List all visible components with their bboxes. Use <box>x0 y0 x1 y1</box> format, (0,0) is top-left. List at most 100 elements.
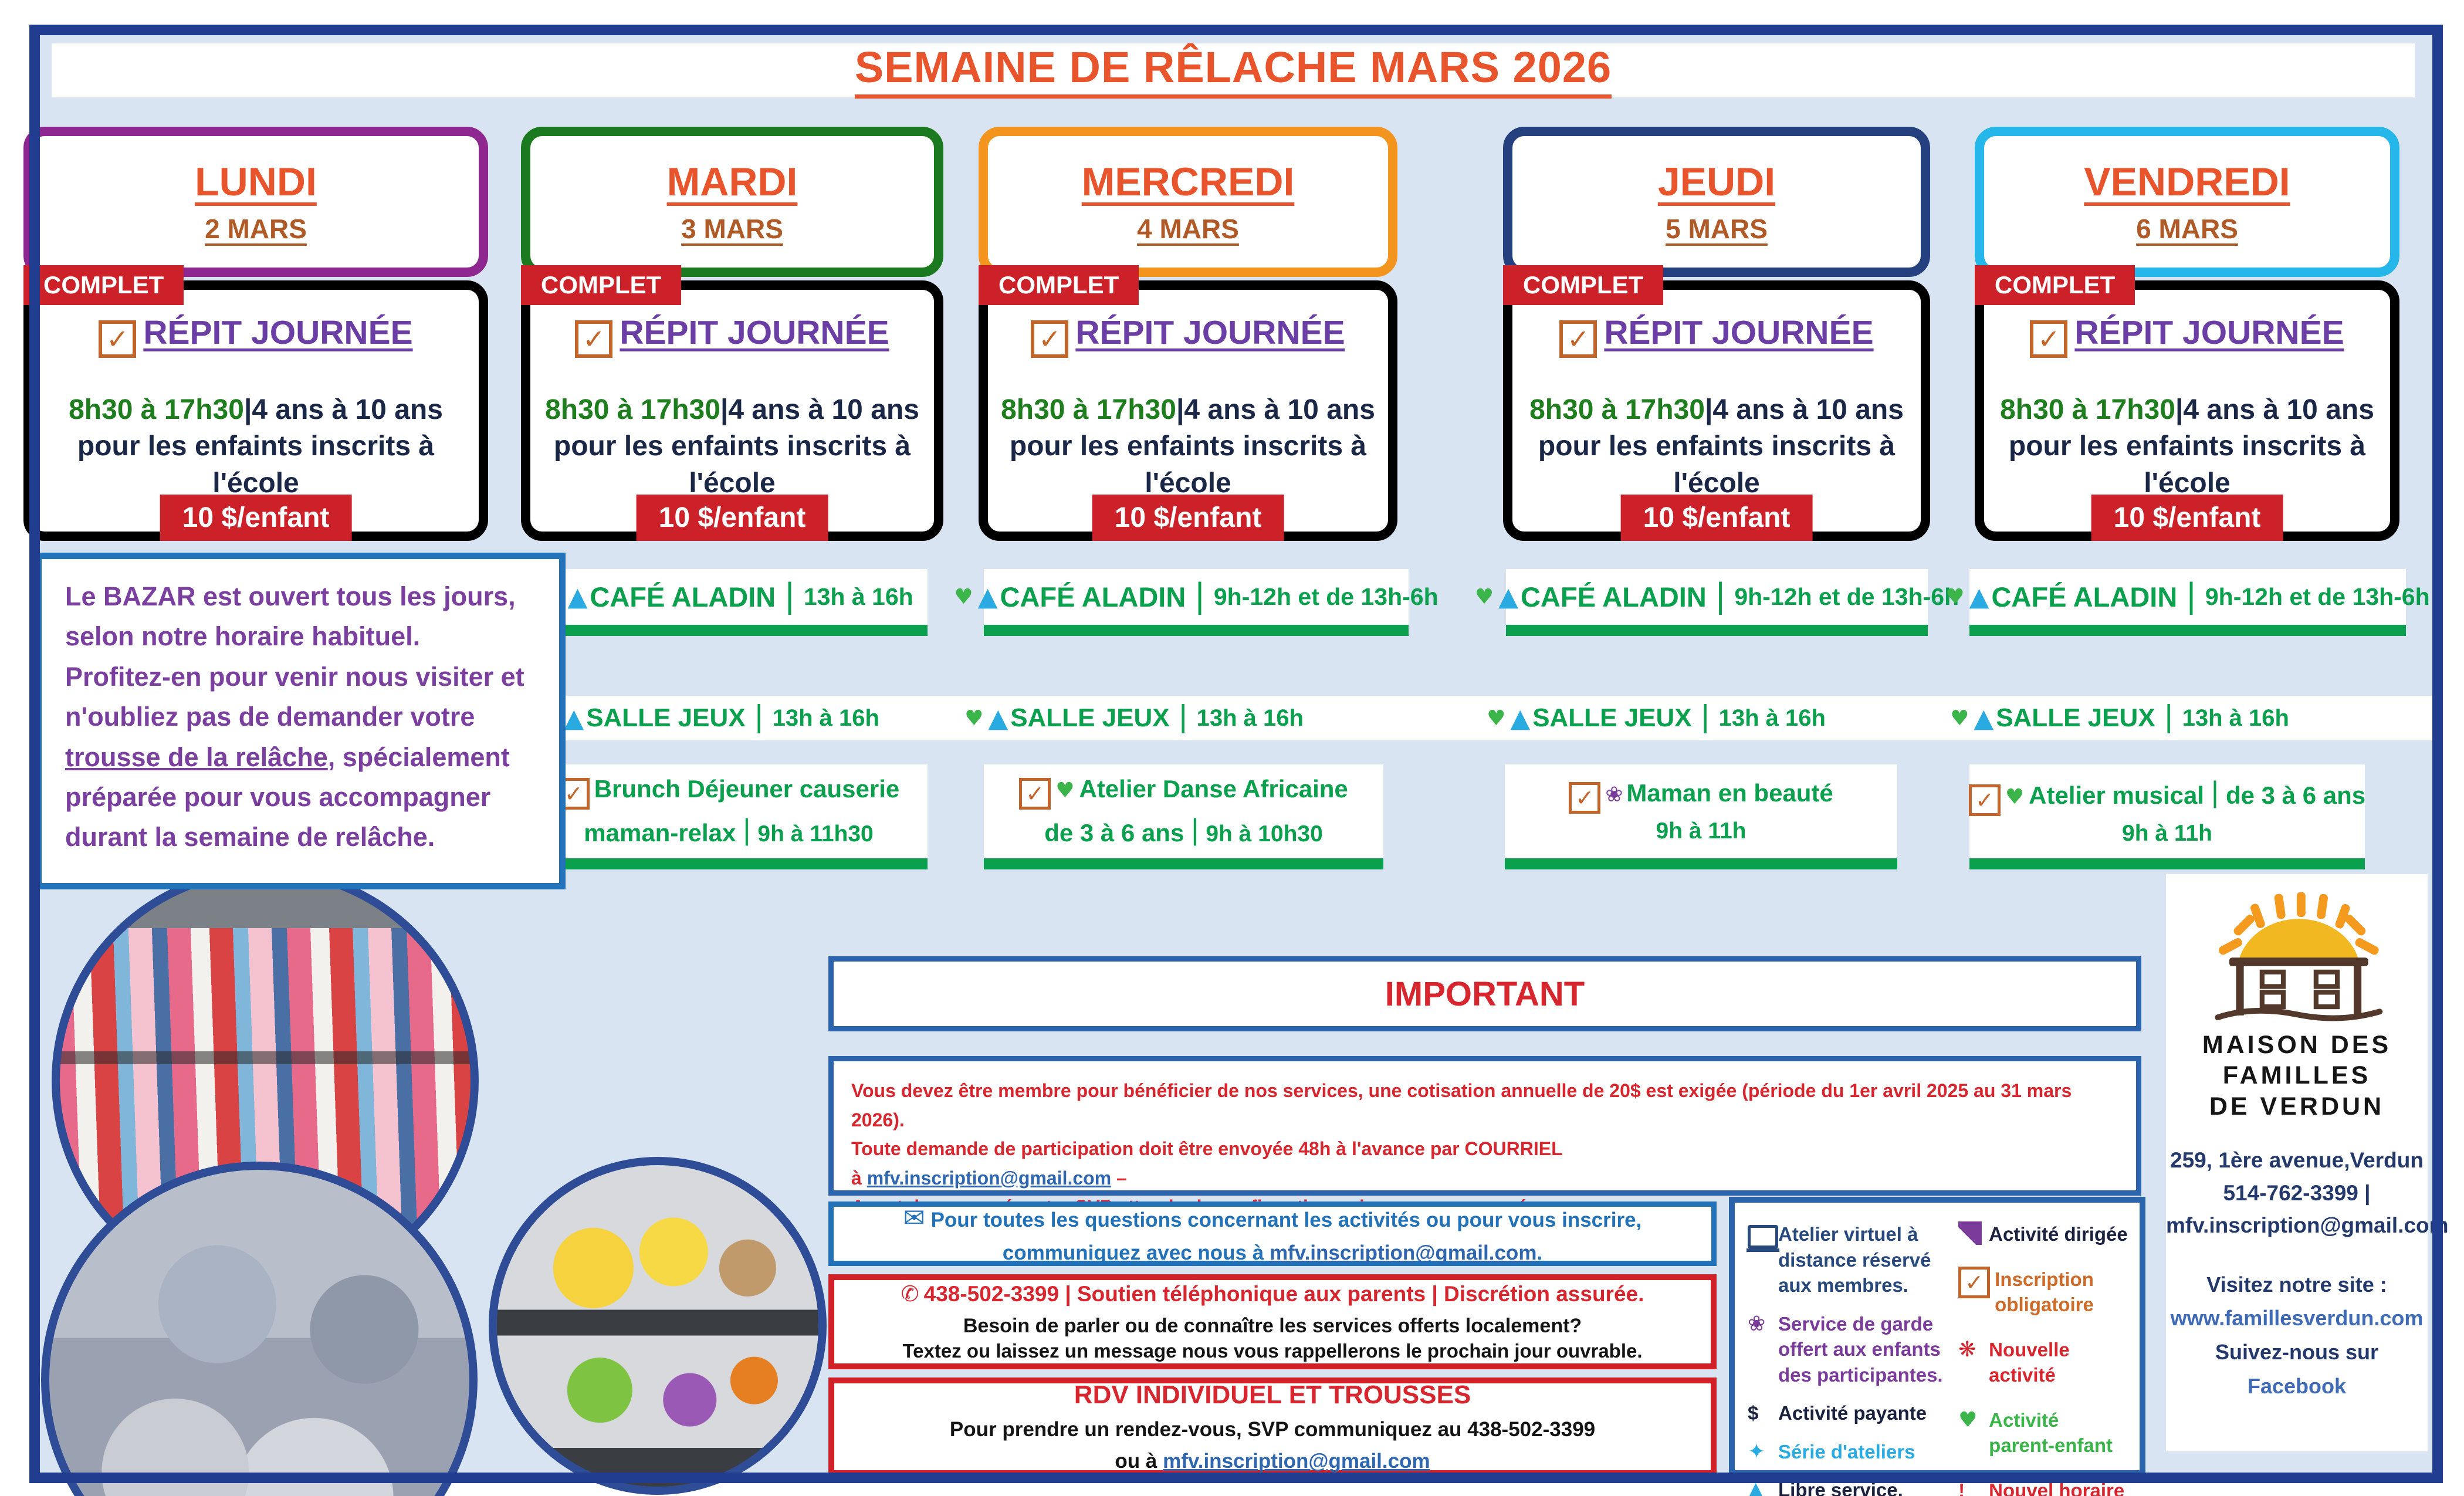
cafe-aladin-mardi: ♥▲CAFÉ ALADIN|13h à 16h <box>530 569 928 636</box>
repit-details: 8h30 à 17h30|4 ans à 10 ans pour les enf… <box>69 394 443 499</box>
rdv-title: RDV INDIVIDUEL ET TROUSSES <box>1074 1380 1471 1409</box>
repit-card-mercredi: ✓RÉPIT JOURNÉE 8h30 à 17h30|4 ans à 10 a… <box>979 280 1397 541</box>
salle-jeux-strip: ♥▲SALLE JEUX|13h à 16h ♥▲SALLE JEUX|13h … <box>530 696 2441 740</box>
bazar-bold: BAZAR <box>103 581 196 611</box>
checkbox-icon: ✓ <box>1958 1266 1991 1298</box>
spark-icon: ✦ <box>1748 1439 1766 1464</box>
day-header-mardi: MARDI 3 MARS <box>521 127 943 277</box>
phone-number: 438-502-3399 <box>923 1282 1060 1306</box>
repit-card-mardi: ✓RÉPIT JOURNÉE 8h30 à 17h30|4 ans à 10 a… <box>521 280 943 541</box>
email-link[interactable]: mfv.inscription@gmail.com <box>1163 1450 1430 1473</box>
website-link[interactable]: www.famillesverdun.com <box>2170 1306 2424 1331</box>
status-badge-complet: COMPLET <box>1503 265 1664 305</box>
divider: | <box>743 813 751 846</box>
repit-card-vendredi: ✓RÉPIT JOURNÉE 8h30 à 17h30|4 ans à 10 a… <box>1975 280 2399 541</box>
price-badge: 10 $/enfant <box>636 495 828 541</box>
legend-item: ▲Libre service, sans inscription <box>1748 1477 1949 1496</box>
triangle-icon: ▲ <box>988 703 1008 733</box>
legend-item: ❀Service de garde offert aux enfants des… <box>1748 1311 1943 1386</box>
important-body-box: Vous devez être membre pour bénéficier d… <box>828 1056 2141 1217</box>
cafe-aladin-mercredi: ♥▲CAFÉ ALADIN|9h-12h et de 13h-6h <box>954 569 1439 636</box>
heart-icon: ♥ <box>2005 784 2025 809</box>
bazar-note: Le BAZAR est ouvert tous les jours, selo… <box>35 553 566 889</box>
envelope-icon: ✉ <box>903 1203 925 1233</box>
day-name: JEUDI <box>1657 160 1776 204</box>
mfv-logo <box>2215 892 2383 1021</box>
repit-title: ✓RÉPIT JOURNÉE <box>530 313 934 358</box>
activity-musical-vendredi: ✓♥Atelier musical|de 3 à 6 ans 9h à 11h <box>1968 764 2365 869</box>
repit-title: ✓RÉPIT JOURNÉE <box>1984 313 2390 358</box>
legend-item: ✦Série d'ateliers <box>1748 1439 1915 1464</box>
important-title-box: IMPORTANT <box>828 956 2141 1031</box>
mfv-phone: 514-762-3399 | <box>2223 1180 2371 1205</box>
repit-card-lundi: ✓RÉPIT JOURNÉE 8h30 à 17h30|4 ans à 10 a… <box>23 280 488 541</box>
divider: | <box>1179 699 1187 734</box>
repit-card-jeudi: ✓RÉPIT JOURNÉE 8h30 à 17h30|4 ans à 10 a… <box>1503 280 1930 541</box>
divider: | <box>754 699 763 734</box>
day-header-lundi: LUNDI 2 MARS <box>23 127 488 277</box>
activity-danse-mercredi: ✓♥Atelier Danse Africaine de 3 à 6 ans|9… <box>984 764 1383 869</box>
divider: | <box>785 576 794 615</box>
price-badge: 10 $/enfant <box>160 495 352 541</box>
legend-item: !Nouvel horaire <box>1958 1478 2129 1496</box>
cafe-aladin-vendredi: ♥▲CAFÉ ALADIN|9h-12h et de 13h-6h <box>1945 569 2430 636</box>
repit-details: 8h30 à 17h30|4 ans à 10 ans pour les enf… <box>1529 394 1904 499</box>
mfv-contact: 259, 1ère avenue,Verdun 514-762-3399 | m… <box>2166 1148 2449 1238</box>
status-badge-complet: COMPLET <box>1975 265 2135 305</box>
checkbox-icon: ✓ <box>1559 320 1597 358</box>
day-header-jeudi: JEUDI 5 MARS <box>1503 127 1930 277</box>
repit-title: ✓RÉPIT JOURNÉE <box>1512 313 1921 358</box>
trousse-link-text: trousse de la relâche <box>65 742 328 772</box>
heart-icon: ♥ <box>1945 585 1965 609</box>
mfv-email[interactable]: mfv.inscription@gmail.com <box>2166 1213 2449 1238</box>
title-bar: SEMAINE DE RÊLACHE MARS 2026 <box>52 43 2415 99</box>
legend-item: Atelier virtuel à distance réservé aux m… <box>1747 1221 1949 1298</box>
day-date: 2 MARS <box>205 214 307 244</box>
divider: | <box>1701 699 1710 734</box>
price-badge: 10 $/enfant <box>1092 495 1284 541</box>
checkbox-icon: ✓ <box>1569 781 1601 814</box>
heart-icon: ♥ <box>1487 706 1506 730</box>
triangle-icon: ▲ <box>567 582 588 612</box>
activity-brunch-mardi: ✓Brunch Déjeuner causerie maman-relax|9h… <box>530 764 928 869</box>
heart-icon: ♥ <box>1474 585 1494 609</box>
triangle-icon: ▲ <box>564 703 584 733</box>
repit-details: 8h30 à 17h30|4 ans à 10 ans pour les enf… <box>1001 394 1375 499</box>
email-link[interactable]: mfv.inscription@gmail.com <box>1269 1241 1537 1264</box>
triangle-icon: ▲ <box>977 582 998 612</box>
day-name: MERCREDI <box>1081 160 1295 204</box>
divider: | <box>2164 699 2173 734</box>
legend-item: ♥Activité parent-enfant <box>1958 1407 2113 1457</box>
checkbox-icon: ✓ <box>1019 777 1051 810</box>
legend-item: Activité dirigée <box>1958 1221 2129 1247</box>
burst-icon: ❋ <box>1958 1337 1976 1362</box>
triangle-icon: ▲ <box>1510 703 1531 733</box>
salle-jeux-mardi: ♥▲SALLE JEUX|13h à 16h <box>540 696 879 740</box>
divider: | <box>1195 576 1204 615</box>
triangle-icon: ▲ <box>1974 703 1994 733</box>
exclamation-icon: ! <box>1958 1479 1965 1496</box>
facebook-link[interactable]: Facebook <box>2247 1373 2347 1398</box>
flower-icon: ❀ <box>1605 782 1623 807</box>
activity-maman-jeudi: ✓❀Maman en beauté 9h à 11h <box>1505 764 1897 869</box>
legend-right-column: Activité dirigée ✓Inscription obligatoir… <box>1958 1221 2129 1496</box>
divider: | <box>1191 813 1199 846</box>
mfv-links: Visitez notre site : www.famillesverdun.… <box>2170 1272 2424 1398</box>
checkbox-icon: ✓ <box>575 320 613 358</box>
day-name: MARDI <box>666 160 798 204</box>
photo-toy-shelf <box>489 1157 827 1495</box>
checkbox-icon: ✓ <box>1031 320 1069 358</box>
checkbox-icon: ✓ <box>2030 320 2068 358</box>
price-badge: 10 $/enfant <box>1620 495 1813 541</box>
email-link[interactable]: mfv.inscription@gmail.com <box>867 1167 1112 1189</box>
phone-support-box: ✆438-502-3399 | Soutien téléphonique aux… <box>828 1274 1717 1369</box>
day-date: 6 MARS <box>2136 214 2238 244</box>
legend-item: $Activité payante <box>1748 1400 1949 1426</box>
legend-item: ✓Inscription obligatoire <box>1958 1266 2129 1318</box>
important-title: IMPORTANT <box>1385 974 1585 1013</box>
cafe-aladin-jeudi: ♥▲CAFÉ ALADIN|9h-12h et de 13h-6h <box>1475 569 1959 636</box>
status-badge-complet: COMPLET <box>521 265 682 305</box>
day-header-mercredi: MERCREDI 4 MARS <box>979 127 1397 277</box>
